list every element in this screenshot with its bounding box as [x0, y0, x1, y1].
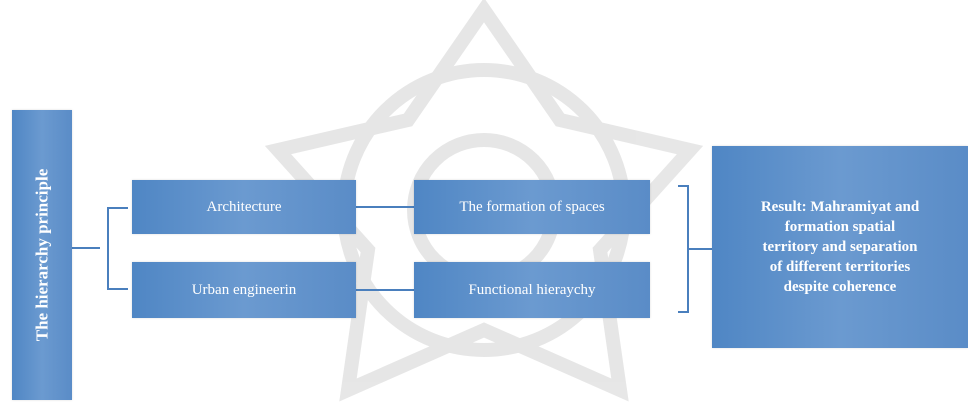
node-label: Architecture	[206, 198, 282, 215]
node-functional-hierarchy: Functional hieraychy	[414, 262, 650, 318]
result-label: Result: Mahramiyat and formation spatial…	[760, 199, 920, 295]
root-node: The hierarchy principle	[12, 110, 72, 400]
merge-bracket	[678, 185, 689, 313]
branch-bracket	[107, 207, 128, 290]
node-urban-engineering: Urban engineerin	[132, 262, 356, 318]
result-node: Result: Mahramiyat and formation spatial…	[712, 146, 968, 348]
node-label: Urban engineerin	[191, 281, 297, 298]
node-architecture: Architecture	[132, 180, 356, 234]
node-formation-of-spaces: The formation of spaces	[414, 180, 650, 234]
node-label: Functional hieraychy	[468, 281, 596, 298]
node-label: The formation of spaces	[459, 198, 605, 215]
root-label: The hierarchy principle	[32, 168, 52, 342]
